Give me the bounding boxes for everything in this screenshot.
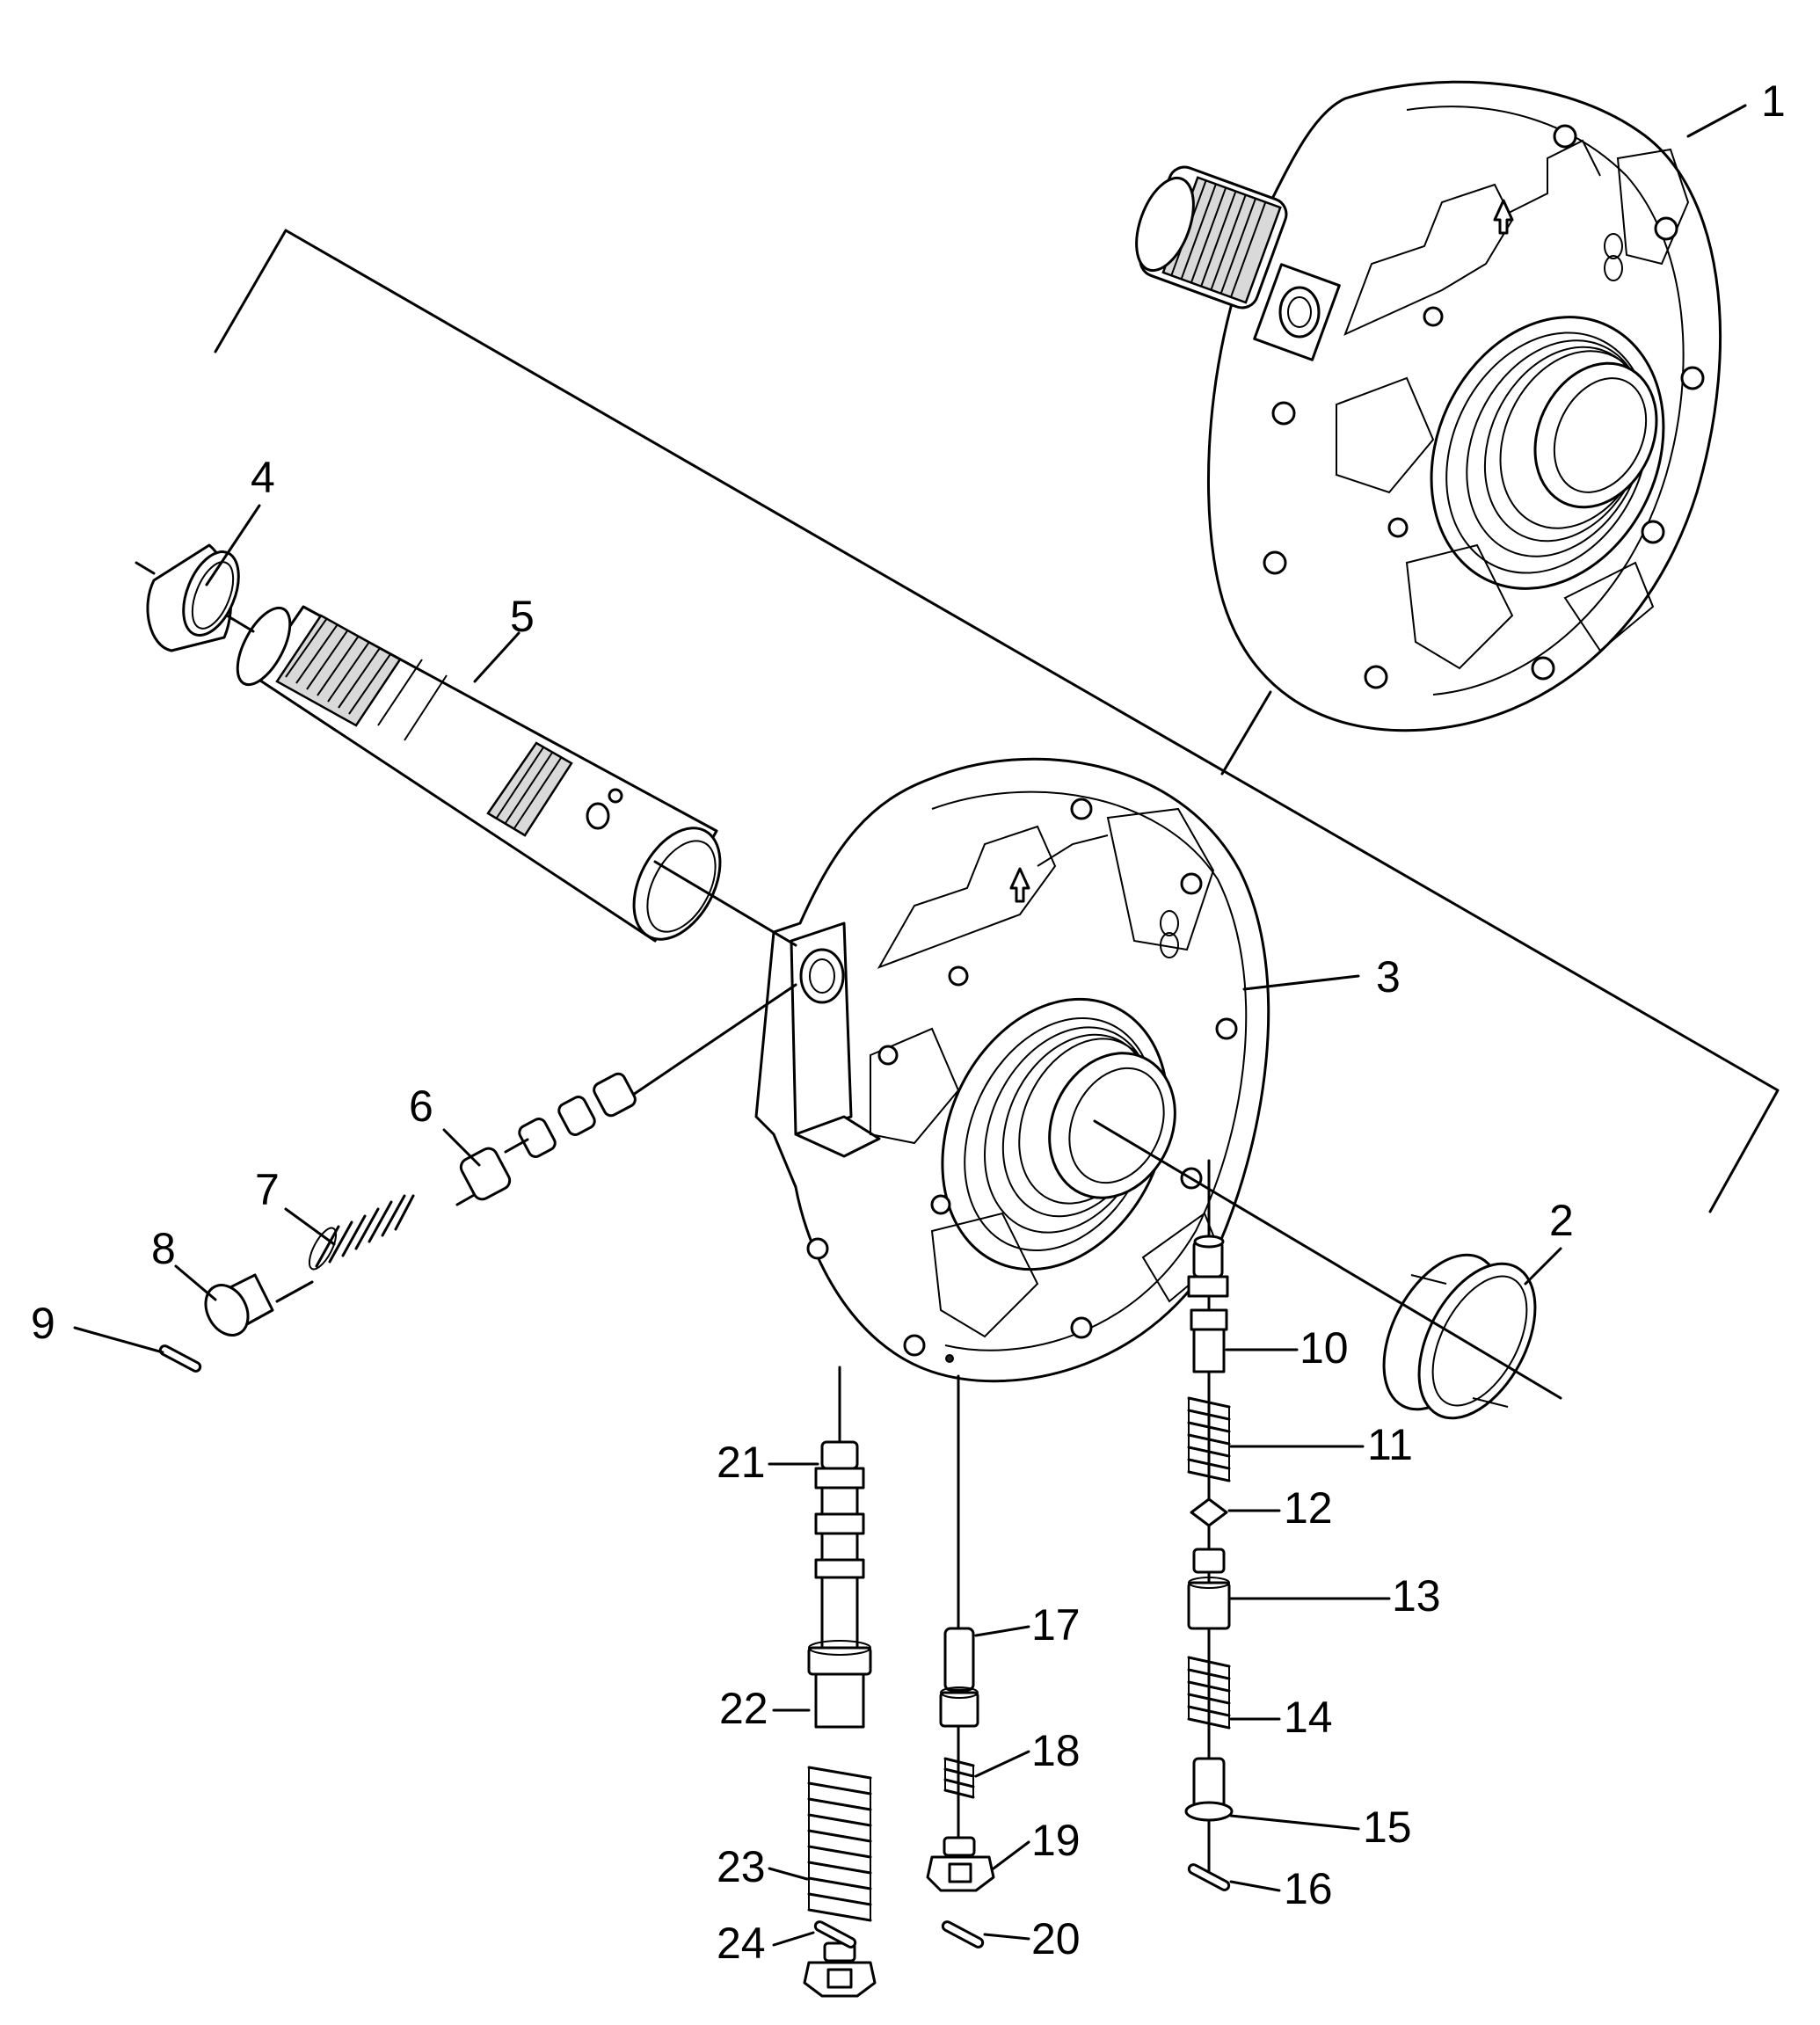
part-21-valve — [807, 1427, 872, 1729]
part-4-bushing — [146, 543, 240, 652]
part-6-valve — [459, 1072, 637, 1201]
callout-16: 16 — [1284, 1864, 1333, 1913]
callout-4: 4 — [251, 453, 275, 502]
callout-11: 11 — [1367, 1420, 1413, 1469]
part-11-spring — [1187, 1396, 1231, 1482]
part-1-pump-assembly — [1135, 80, 1722, 732]
part-15-plug — [1184, 1757, 1234, 1822]
part-14-spring — [1187, 1656, 1231, 1730]
part-9-pin — [158, 1344, 202, 1373]
part-19-plug — [926, 1836, 995, 1892]
callout-18: 18 — [1031, 1726, 1081, 1775]
part-18-spring — [943, 1757, 975, 1799]
part-8-plug — [204, 1273, 274, 1337]
part-22-spring — [807, 1766, 872, 1922]
part-16-pin — [1187, 1863, 1231, 1891]
part-10-valve — [1187, 1235, 1229, 1373]
part-13-valve — [1187, 1548, 1231, 1630]
callout-17: 17 — [1031, 1600, 1081, 1650]
callout-12: 12 — [1284, 1483, 1333, 1533]
callout-22: 22 — [719, 1684, 768, 1733]
callout-21: 21 — [717, 1438, 766, 1487]
part-17-valve — [939, 1627, 979, 1728]
callout-19: 19 — [1031, 1816, 1081, 1865]
part-3-pump-body — [754, 757, 1270, 1383]
callout-9: 9 — [31, 1299, 55, 1348]
part-2-bearing — [1382, 1253, 1537, 1420]
part-24-pin — [813, 1920, 857, 1949]
part-7-spring — [308, 1194, 415, 1271]
callout-5: 5 — [510, 592, 535, 641]
callout-3: 3 — [1376, 952, 1401, 1002]
callout-labels: 1 2 3 4 5 6 7 8 9 10 11 12 13 14 15 16 1… — [31, 76, 1786, 1968]
callout-2: 2 — [1549, 1196, 1574, 1245]
callout-15: 15 — [1363, 1803, 1412, 1852]
part-12-retainer — [1190, 1497, 1228, 1527]
callout-13: 13 — [1392, 1571, 1441, 1621]
callout-20: 20 — [1031, 1914, 1081, 1963]
leader-lines — [73, 104, 1747, 1947]
part-5-stator-shaft — [236, 605, 722, 943]
callout-10: 10 — [1299, 1323, 1349, 1373]
callout-24: 24 — [717, 1919, 766, 1968]
part-20-pin — [941, 1920, 985, 1949]
callout-6: 6 — [409, 1082, 433, 1131]
callout-7: 7 — [255, 1165, 280, 1214]
part-23-plug — [803, 1941, 877, 1998]
callout-14: 14 — [1284, 1693, 1333, 1742]
assembly-bracket — [214, 229, 1780, 1213]
callout-1: 1 — [1761, 76, 1786, 126]
callout-23: 23 — [717, 1842, 766, 1891]
callout-8: 8 — [151, 1224, 176, 1273]
